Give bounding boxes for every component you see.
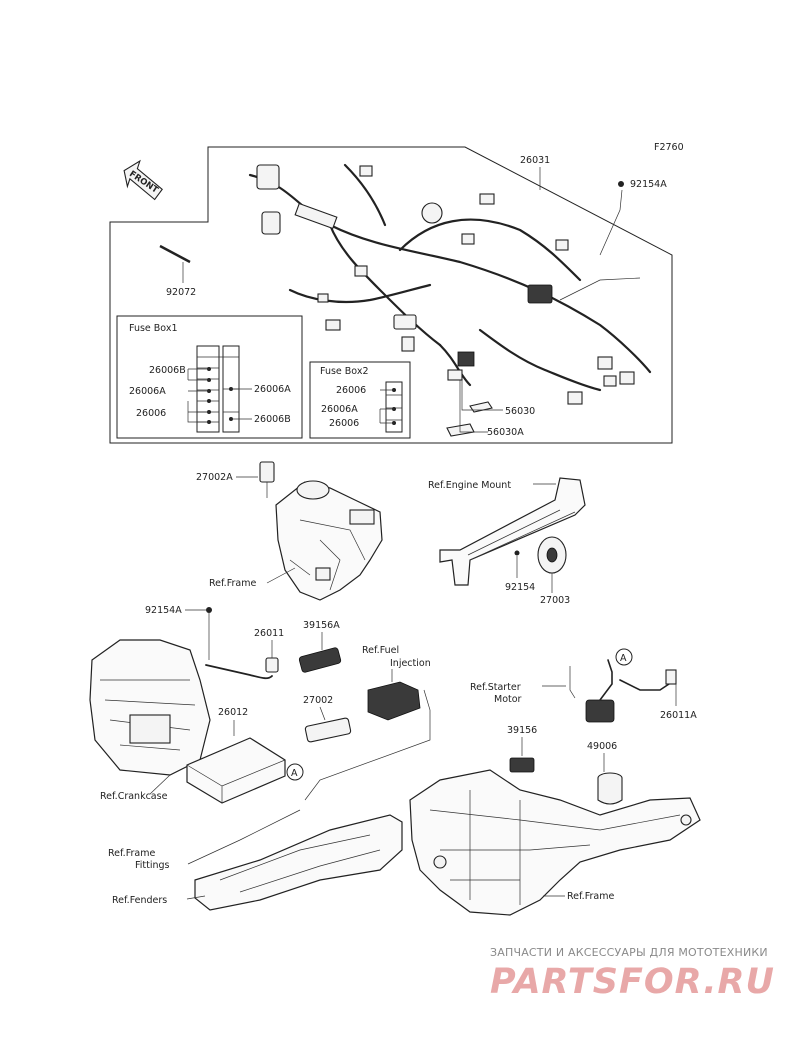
fuel-injection-unit: [367, 681, 421, 721]
starter-relay: [569, 659, 677, 723]
ref-starter-2: Motor: [494, 694, 522, 705]
front-arrow: FRONT: [123, 159, 163, 201]
relay-39156A: [298, 647, 342, 673]
ref-frame-lower: Ref.Frame: [567, 891, 614, 902]
fuse1-26006A: 26006A: [129, 386, 166, 397]
battery: [186, 737, 286, 804]
fuse-box2: Fuse Box2 26006 26006A 26006: [309, 361, 411, 439]
flasher-49006: [597, 772, 623, 805]
relay-27002: [304, 717, 352, 743]
label-92072: 92072: [166, 287, 196, 298]
label-49006: 49006: [587, 741, 617, 752]
label-39156: 39156: [507, 725, 537, 736]
crankcase: [89, 639, 211, 776]
ref-crankcase: Ref.Crankcase: [100, 791, 168, 802]
fuse2-26006-a: 26006: [336, 385, 366, 396]
ref-fenders: Ref.Fenders: [112, 895, 167, 906]
label-39156A: 39156A: [303, 620, 340, 631]
harness-panel-outline: [109, 146, 673, 444]
fuse-box1-title: Fuse Box1: [129, 323, 177, 334]
ref-frame-fittings-2: Fittings: [135, 860, 170, 871]
ref-frame-fittings-1: Ref.Frame: [108, 848, 155, 859]
label-56030A: 56030A: [487, 427, 524, 438]
fuse2-26006-b: 26006: [329, 418, 359, 429]
ref-starter-1: Ref.Starter: [470, 682, 521, 693]
label-26031: 26031: [520, 155, 550, 166]
fuse-box1: Fuse Box1 26006B 26006A 26006 26006A 260…: [116, 315, 303, 439]
label-92154: 92154: [505, 582, 535, 593]
watermark-logo: PARTSFOR.RU: [490, 962, 775, 1002]
frame-section-upper: [275, 480, 383, 601]
label-26011: 26011: [254, 628, 284, 639]
label-26012: 26012: [218, 707, 248, 718]
watermark-tagline: ЗАПЧАСТИ И АКСЕССУАРЫ ДЛЯ МОТОТЕХНИКИ: [490, 946, 768, 959]
callout-a-left: A: [291, 768, 298, 779]
fuse-box2-title: Fuse Box2: [320, 366, 368, 377]
label-56030: 56030: [505, 406, 535, 417]
label-27002: 27002: [303, 695, 333, 706]
fuse1-right-26006A: 26006A: [254, 384, 291, 395]
fuse1-right-26006B: 26006B: [254, 414, 291, 425]
ref-frame-upper: Ref.Frame: [209, 578, 256, 589]
ref-engine-mount: Ref.Engine Mount: [428, 480, 511, 491]
fuse1-26006B: 26006B: [149, 365, 186, 376]
ref-fuel-1: Ref.Fuel: [362, 645, 399, 656]
wiring-harness: [248, 163, 652, 405]
label-27002A: 27002A: [196, 472, 233, 483]
fuse1-26006: 26006: [136, 408, 166, 419]
label-26011A: 26011A: [660, 710, 697, 721]
callout-a-right: A: [620, 653, 627, 664]
horn: [537, 536, 567, 574]
frame-section-lower: [409, 769, 701, 916]
engine-mount-bracket: [439, 477, 586, 586]
label-27003: 27003: [540, 595, 570, 606]
label-92154A-top: 92154A: [630, 179, 667, 190]
figure-code: F2760: [654, 142, 684, 153]
label-92154A-mid: 92154A: [145, 605, 182, 616]
fuse2-26006A: 26006A: [321, 404, 358, 415]
ref-fuel-2: Injection: [390, 658, 431, 669]
rear-fender: [194, 809, 403, 911]
